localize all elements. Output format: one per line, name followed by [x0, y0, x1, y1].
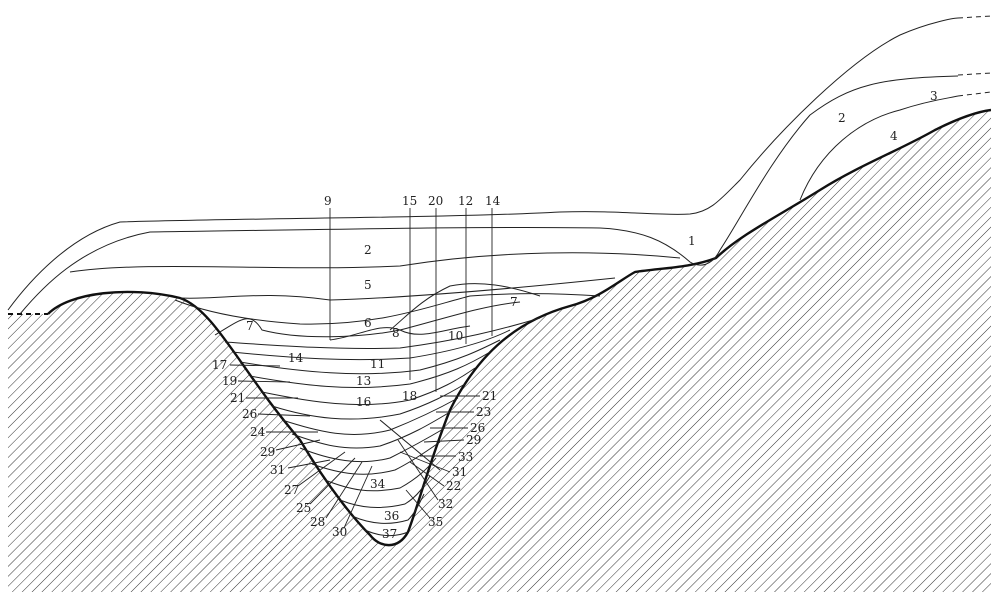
layer-label: 13 — [356, 374, 371, 388]
layer-label: 11 — [370, 357, 385, 371]
marker-label: 20 — [428, 194, 443, 208]
layer-label: 6 — [364, 316, 372, 330]
layer-label: 3 — [930, 89, 938, 103]
left-side-labels: 17 19 21 26 24 29 31 27 25 28 30 14 — [212, 351, 347, 539]
bedrock-boundary-line — [47, 108, 991, 547]
marker-label: 9 — [324, 194, 332, 208]
right-dashed-edge-3 — [957, 91, 991, 97]
layer-label: 2 — [364, 243, 372, 257]
layer-label: 7 — [510, 295, 518, 309]
layer-label: 1 — [688, 234, 696, 248]
side-label: 31 — [452, 465, 467, 479]
right-side-labels: 21 23 26 29 33 31 22 32 35 — [428, 389, 497, 529]
marker-label: 14 — [485, 194, 501, 208]
bedrock-hatched-area — [8, 110, 991, 592]
layer-label: 34 — [370, 477, 386, 491]
side-label: 33 — [458, 450, 473, 464]
side-label: 24 — [250, 425, 266, 439]
side-label: 29 — [466, 433, 481, 447]
layer-label: 4 — [890, 129, 898, 143]
side-label: 29 — [260, 445, 275, 459]
side-label: 31 — [270, 463, 285, 477]
side-label: 27 — [284, 483, 299, 497]
right-dashed-edge-2 — [957, 72, 991, 76]
layer-label: 37 — [382, 527, 397, 541]
side-label: 30 — [332, 525, 347, 539]
layer-label: 10 — [448, 329, 463, 343]
side-label: 22 — [446, 479, 461, 493]
left-leader-lines — [229, 364, 373, 529]
layer-label: 8 — [392, 326, 400, 340]
side-label: 19 — [222, 374, 237, 388]
side-label: 14 — [288, 351, 304, 365]
side-label: 32 — [438, 497, 453, 511]
layer-label: 16 — [356, 395, 371, 409]
layer-label: 5 — [364, 278, 372, 292]
layer-label: 2 — [838, 111, 846, 125]
side-label: 21 — [230, 391, 245, 405]
side-label: 25 — [296, 501, 311, 515]
layer-label: 36 — [384, 509, 399, 523]
side-label: 23 — [476, 405, 491, 419]
layer-label: 18 — [402, 389, 417, 403]
side-label: 28 — [310, 515, 325, 529]
vertical-marker-lines — [329, 208, 493, 392]
side-label: 35 — [428, 515, 443, 529]
layer-lines — [7, 17, 959, 537]
side-label: 21 — [482, 389, 497, 403]
side-label: 17 — [212, 358, 227, 372]
side-label: 26 — [242, 407, 257, 421]
layer-labels: 1 2 3 4 5 6 7 7 8 10 2 11 13 16 18 34 36… — [246, 89, 938, 541]
right-dashed-edge-1 — [957, 15, 991, 19]
marker-label: 12 — [458, 194, 473, 208]
layer-label: 7 — [246, 319, 254, 333]
top-marker-labels: 9 15 20 12 14 — [324, 194, 501, 208]
marker-label: 15 — [402, 194, 417, 208]
side-label: 26 — [470, 421, 485, 435]
right-leader-lines — [397, 395, 480, 519]
